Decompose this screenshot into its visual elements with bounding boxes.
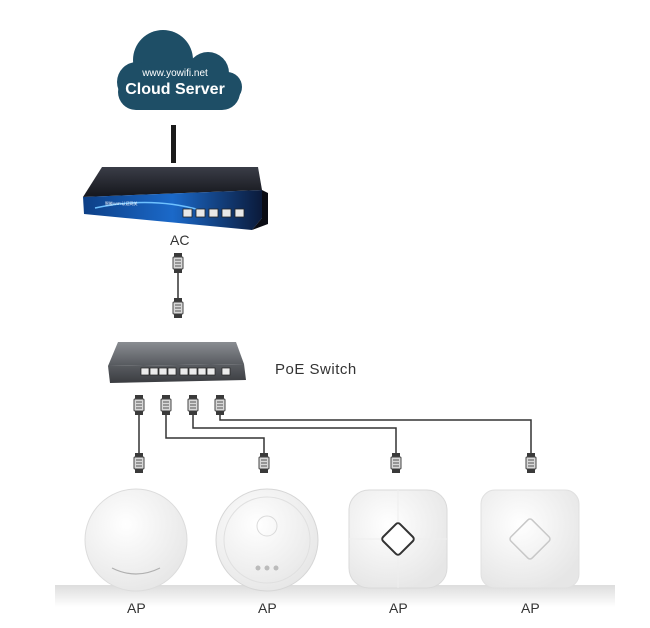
ac-device: 智能WIFI认证网关: [83, 167, 268, 230]
ac-label: AC: [170, 232, 190, 248]
access-point-3: [348, 489, 448, 589]
switch-ap-cables: [138, 414, 532, 455]
ap-label-4: AP: [521, 600, 540, 616]
floor-shadow: [55, 585, 615, 607]
poe-switch-label: PoE Switch: [275, 361, 357, 378]
ap-label-3: AP: [389, 600, 408, 616]
ac-ports: [182, 208, 245, 218]
access-point-1: [84, 488, 188, 592]
switch-connectors: [133, 394, 226, 416]
cloud-title: Cloud Server: [125, 81, 225, 98]
switch-ports: [140, 367, 231, 376]
poe-switch: [108, 342, 246, 383]
access-point-4: [480, 489, 580, 589]
ap-connectors: [133, 452, 537, 474]
cloud-server: www.yowifi.net Cloud Server: [117, 30, 242, 110]
ac-switch-cable: [172, 252, 184, 319]
ap-label-1: AP: [127, 600, 146, 616]
ac-brand-text: 智能WIFI认证网关: [105, 200, 137, 206]
ap-label-2: AP: [258, 600, 277, 616]
cloud-url: www.yowifi.net: [141, 68, 208, 79]
ac-antenna: [171, 125, 176, 163]
access-point-2: [215, 488, 319, 592]
cloud-icon: [117, 30, 242, 110]
